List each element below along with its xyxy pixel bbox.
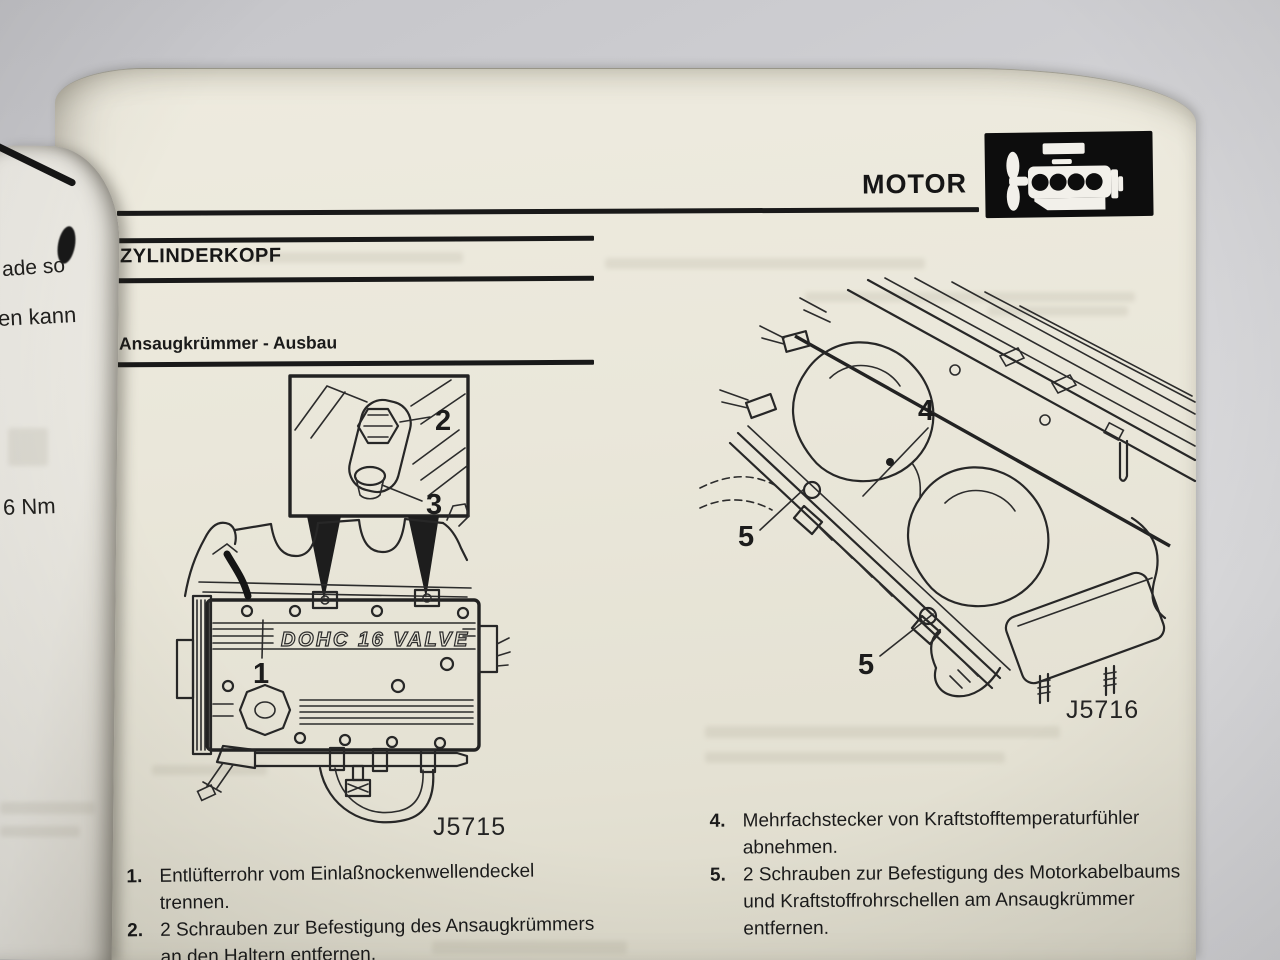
step-number: 5. — [709, 864, 726, 886]
callout-3: 3 — [426, 489, 442, 521]
callout-1: 1 — [253, 658, 269, 690]
ghost-text — [248, 252, 463, 263]
ghost-text — [152, 765, 267, 775]
section-title: MOTOR — [861, 168, 968, 200]
step-2: 2. 2 Schrauben zur Befestigung des Ansau… — [127, 911, 603, 960]
previous-page-fragment: ade so — [1, 253, 66, 282]
arrow-right — [408, 516, 439, 598]
figure-caption-j5716: J5716 — [1066, 696, 1139, 724]
ghost-text — [432, 941, 627, 954]
procedure-heading: Ansaugkrümmer - Ausbau — [118, 332, 338, 354]
ghost-text — [805, 292, 1135, 302]
engine-icon — [984, 130, 1154, 219]
callout-2: 2 — [435, 405, 451, 437]
ghost-text — [0, 802, 95, 814]
figure-j5715: 2 3 DOHC 16 VALVE — [175, 374, 511, 841]
step-text: 2 Schrauben zur Befestigung des Ansaugkr… — [160, 913, 595, 960]
steps-left: 1. Entlüfterrohr vom Einlaßnockenwellend… — [126, 857, 602, 960]
previous-page-fragment: 6 Nm — [2, 493, 56, 520]
chapter-heading: ZYLINDERKOPF — [119, 244, 282, 268]
ghost-text — [705, 752, 1005, 763]
ghost-text — [705, 726, 1060, 738]
steps-right: 4. Mehrfachstecker von Kraftstofftempera… — [710, 804, 1196, 942]
step-text: 2 Schrauben zur Befestigung des Motorkab… — [742, 861, 1181, 940]
step-5: 5. 2 Schrauben zur Befestigung des Motor… — [710, 858, 1196, 942]
figure-j5716: 4 5 5 J5716 — [699, 277, 1197, 724]
step-number: 2. — [127, 920, 144, 942]
valve-cover-text: DOHC 16 VALVE — [281, 629, 470, 651]
step-number: 4. — [709, 810, 726, 832]
callout-4: 4 — [918, 395, 934, 427]
step-number: 1. — [126, 866, 143, 888]
step-text: Entlüfterrohr vom Einlaßnockenwellendeck… — [159, 860, 535, 914]
step-text: Mehrfachstecker von Kraftstofftemperatur… — [742, 807, 1140, 859]
figure-caption-j5715: J5715 — [433, 813, 506, 841]
previous-page-fragment: en kann — [0, 301, 77, 332]
arrow-left — [307, 516, 341, 600]
ghost-text — [0, 826, 80, 837]
step-4: 4. Mehrfachstecker von Kraftstofftempera… — [710, 804, 1195, 861]
step-1: 1. Entlüfterrohr vom Einlaßnockenwellend… — [126, 857, 602, 918]
callout-5b: 5 — [858, 649, 874, 681]
ghost-text — [988, 306, 1128, 316]
callout-5a: 5 — [738, 521, 754, 553]
ghost-mark — [8, 428, 48, 466]
ghost-text — [605, 258, 925, 269]
